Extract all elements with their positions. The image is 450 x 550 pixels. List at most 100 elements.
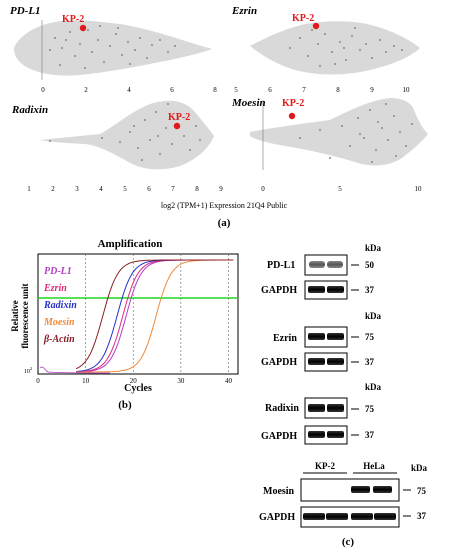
band [326, 513, 348, 520]
violin-dots [299, 103, 413, 163]
kp2-marker [79, 24, 87, 32]
amp-legend-item: Radixin [43, 300, 77, 311]
violin-shape [250, 21, 420, 75]
ctrl-label: GAPDH [259, 512, 295, 523]
xticks-moesin: 0 5 10 [261, 185, 422, 193]
blot-ezrin: kDa Ezrin 75 GAPDH 37 [261, 311, 382, 372]
kp2-marker [173, 122, 181, 130]
svg-text:1: 1 [27, 185, 31, 193]
violin-shape [250, 98, 428, 166]
blot-radixin: kDa Radixin 75 GAPDH 37 [261, 382, 382, 445]
amp-legend-item: PD-L1 [44, 266, 72, 277]
band [308, 358, 325, 365]
band [327, 333, 344, 340]
panel-c-label: (c) [342, 536, 355, 548]
kp2-label: KP-2 [168, 112, 190, 123]
svg-text:7: 7 [171, 185, 175, 193]
svg-text:5: 5 [338, 185, 342, 193]
svg-text:7: 7 [302, 86, 306, 94]
blot-protein-label: Moesin [263, 486, 295, 497]
marker-label: 75 [365, 404, 375, 414]
svg-text:10: 10 [403, 86, 411, 94]
amp-ytick: 102 [24, 366, 32, 375]
blot-box [304, 326, 348, 348]
blot-box [304, 280, 348, 300]
lane-label-hela: HeLa [363, 461, 385, 471]
svg-text:8: 8 [336, 86, 340, 94]
kp2-marker [312, 22, 320, 30]
band [327, 404, 344, 412]
blot-moesin: KP-2 HeLa kDa Moesin 75 GAPDH 37 [259, 461, 428, 528]
band [309, 261, 325, 268]
amp-legend-item: Ezrin [43, 283, 67, 294]
svg-text:5: 5 [123, 185, 127, 193]
blot-box [300, 506, 400, 528]
marker-label: 37 [365, 285, 375, 295]
amp-xtick-label: 10 [82, 377, 90, 385]
svg-text:3: 3 [75, 185, 79, 193]
violin-title-radixin: Radixin [11, 104, 48, 116]
band [327, 261, 343, 268]
kda-label: kDa [365, 243, 382, 253]
violin-dots [49, 103, 201, 161]
violin-shape [40, 100, 214, 170]
svg-text:10: 10 [415, 185, 423, 193]
svg-text:0: 0 [261, 185, 265, 193]
kda-label: kDa [365, 382, 382, 392]
blot-box [304, 352, 348, 372]
kp2-label: KP-2 [62, 14, 84, 25]
xticks-ezrin: 5 6 7 8 9 10 [234, 86, 410, 94]
band [308, 431, 325, 438]
svg-text:9: 9 [370, 86, 374, 94]
violin-shape [14, 20, 212, 76]
marker-label: 37 [365, 357, 375, 367]
band [327, 358, 344, 365]
violin-dots [289, 27, 403, 67]
marker-label: 75 [417, 486, 427, 496]
panel-c-blots: kDa PD-L1 50 GAPDH 37 kDa Ezrin 75 GAPDH… [259, 243, 428, 548]
svg-text:8: 8 [195, 185, 199, 193]
band [327, 286, 344, 293]
amp-xtick-label: 40 [225, 377, 233, 385]
blot-box [300, 478, 400, 502]
amp-xtick-label: 30 [177, 377, 185, 385]
blot-protein-label: Radixin [265, 403, 299, 414]
svg-text:6: 6 [170, 86, 174, 94]
svg-text:6: 6 [268, 86, 272, 94]
amp-gridlines [85, 254, 229, 374]
violin-title-ezrin: Ezrin [231, 5, 257, 17]
baseline-curve [39, 366, 111, 374]
svg-text:8: 8 [213, 86, 217, 94]
band [303, 513, 325, 520]
svg-text:9: 9 [219, 185, 223, 193]
svg-text:4: 4 [99, 185, 103, 193]
svg-text:5: 5 [234, 86, 238, 94]
band [308, 404, 325, 412]
band [373, 486, 392, 493]
kda-label: kDa [365, 311, 382, 321]
band [351, 513, 373, 520]
violin-title-pdl1: PD-L1 [10, 5, 41, 17]
kp2-marker [288, 112, 296, 120]
amp-legend-item: β-Actin [43, 334, 75, 345]
svg-text:6: 6 [147, 185, 151, 193]
marker-label: 75 [365, 332, 375, 342]
band [327, 431, 344, 438]
ctrl-label: GAPDH [261, 357, 297, 368]
blot-protein-label: Ezrin [273, 333, 297, 344]
blot-box [304, 425, 348, 445]
svg-text:0: 0 [41, 86, 45, 94]
blot-box [304, 397, 348, 419]
svg-text:2: 2 [84, 86, 88, 94]
lane-label-kp2: KP-2 [315, 461, 335, 471]
amp-xtick-label: 20 [130, 377, 138, 385]
